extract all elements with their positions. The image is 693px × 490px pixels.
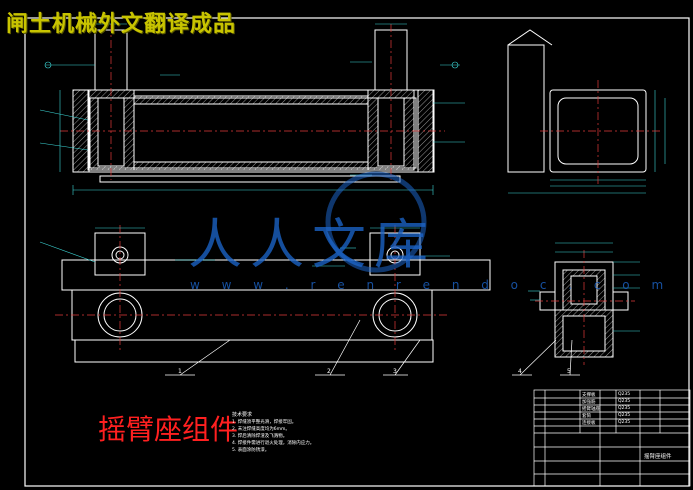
- note-line: 3. 焊后清除焊渣及飞溅物。: [232, 434, 288, 439]
- watermark-ring: [325, 171, 427, 273]
- tb-mat-5: Q235: [618, 420, 631, 425]
- title-block-grid: [533, 389, 691, 487]
- drawing-title: 摇臂座组件: [98, 413, 239, 446]
- side-view-dims: [508, 90, 666, 194]
- watermark-url: w w w . r e n r e n d o c . c o m: [190, 278, 673, 292]
- note-line: 2. 未注焊缝高度均为6mm。: [232, 427, 290, 432]
- tb-mat-3: Q235: [618, 406, 631, 411]
- drawing-frame: [24, 17, 690, 487]
- tb-mat-1: Q235: [618, 392, 631, 397]
- balloon-3: 3: [393, 368, 397, 375]
- plan-view-dims: [39, 227, 450, 267]
- front-section-view: [72, 29, 435, 183]
- note-line: 1. 焊缝须平整光滑，焊接牢固。: [232, 420, 297, 425]
- tb-part-3: 摇臂轴座: [582, 407, 600, 412]
- header-banner: 闸土机械外文翻译成品: [6, 12, 237, 37]
- side-view: [507, 29, 647, 173]
- tb-mat-2: Q235: [618, 399, 631, 404]
- watermark-text: 人人文库: [188, 213, 436, 276]
- centerlines-top: [60, 24, 445, 180]
- balloon-5: 5: [567, 368, 571, 375]
- notes-heading: 技术要求: [232, 412, 253, 418]
- note-line: 4. 焊接件需进行退火处理，消除内应力。: [232, 441, 315, 446]
- technical-notes: 技术要求 1. 焊缝须平整光滑，焊接牢固。 2. 未注焊缝高度均为6mm。 3.…: [232, 412, 342, 454]
- section-aa-dims: [528, 242, 640, 332]
- balloon-4: 4: [518, 368, 522, 375]
- tb-mat-4: Q235: [618, 413, 631, 418]
- tb-part-5: 连接板: [582, 421, 596, 426]
- tb-part-1: 支撑板: [582, 393, 596, 398]
- tb-part-2: 加强筋: [582, 400, 596, 405]
- balloon-leaders: [165, 319, 580, 376]
- balloon-2: 2: [327, 368, 331, 375]
- tb-part-4: 套筒: [582, 414, 591, 419]
- note-line: 5. 表面涂防锈漆。: [232, 448, 270, 453]
- balloon-1: 1: [178, 368, 182, 375]
- tb-name: 摇臂座组件: [644, 454, 672, 460]
- dimensions-top: [39, 23, 465, 195]
